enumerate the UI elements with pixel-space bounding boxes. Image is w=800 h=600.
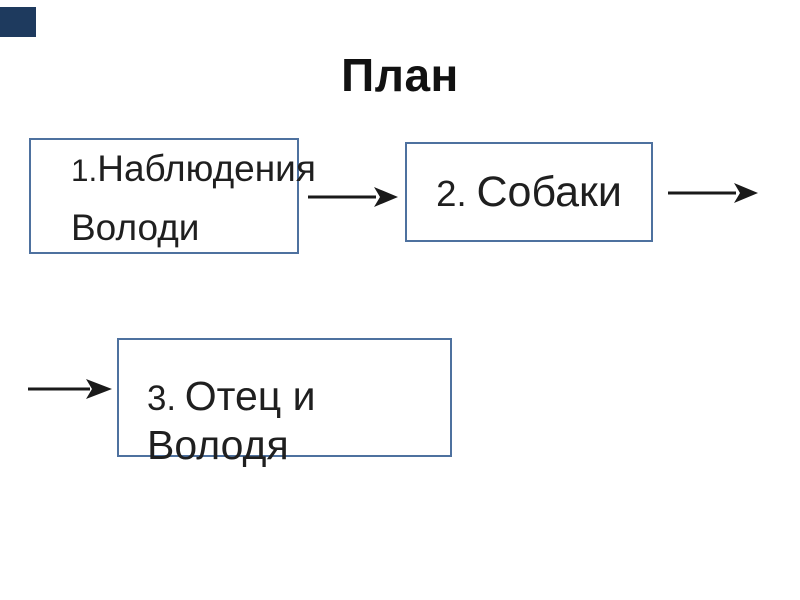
connector-arrow-node2-offslide-icon (668, 183, 758, 203)
diagram-node-3: 3.Отец и Володя (117, 338, 452, 468)
connector-arrow-offslide-node3-icon (28, 379, 112, 399)
node-3-line-2: Володя (147, 422, 289, 468)
node-2-line-1-text: Собаки (476, 167, 622, 216)
corner-accent-shape (0, 7, 36, 37)
slide-title: План (341, 49, 459, 101)
diagram-node-1: 1.Наблюдения Володи (29, 138, 316, 254)
diagram-node-2: 2.Собаки (405, 142, 653, 242)
node-1-line-1: 1.Наблюдения (71, 140, 316, 199)
node-1-line-2: Володи (71, 207, 200, 248)
node-1-number: 1. (71, 153, 98, 188)
node-1-line-1-text: Наблюдения (97, 148, 316, 189)
node-2-number: 2. (436, 172, 467, 214)
node-3-line-1-text: Отец и (184, 373, 316, 419)
node-3-line-1: 3.Отец и (147, 373, 450, 422)
connector-arrow-node1-to-node2-icon (308, 187, 398, 207)
node-3-number: 3. (147, 379, 177, 418)
node-2-line-1: 2.Собаки (436, 168, 622, 217)
